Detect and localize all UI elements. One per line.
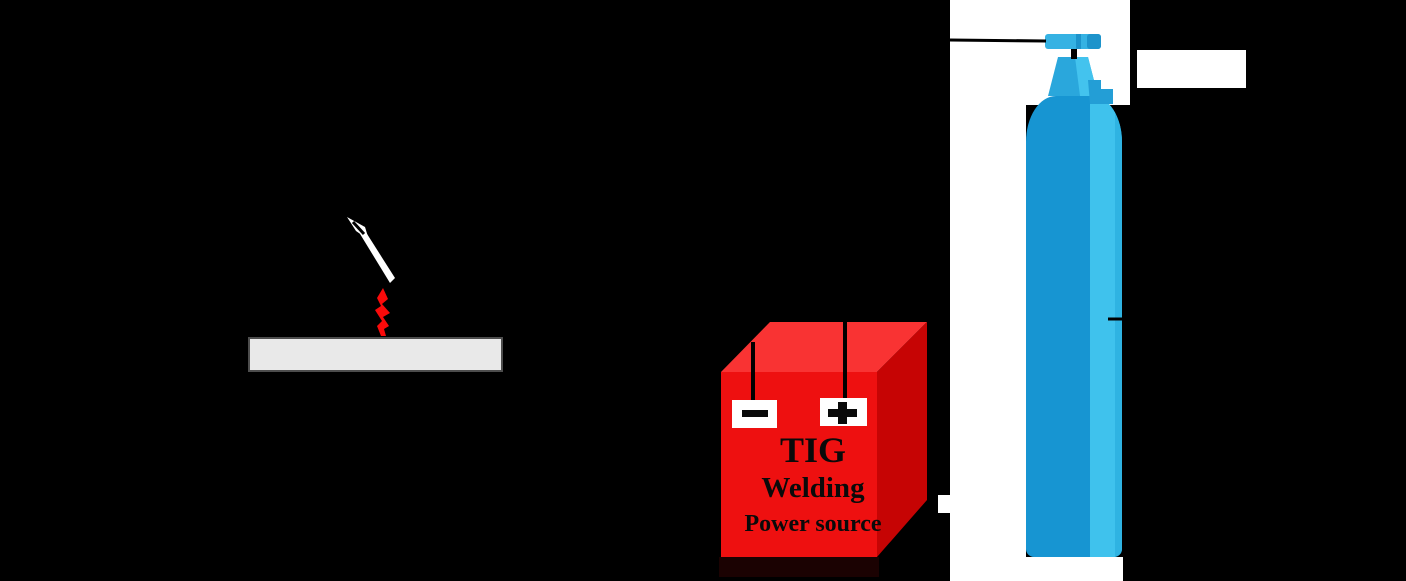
torch-head-notch [351,220,366,236]
torch-head [347,217,369,240]
power-source-label-line1: TIG [779,430,847,470]
white-backdrop-valve [950,0,1130,105]
white-notch [938,495,950,513]
white-backdrop-cylinder-base [950,557,1123,581]
torch-electrode [357,226,395,283]
power-source-base-shadow [719,557,879,577]
empty-callout-box [1137,50,1246,88]
negative-terminal [732,400,777,428]
welding-arc-icon [375,288,390,336]
power-source-label-line3: Power source [744,511,882,537]
negative-cable [751,342,755,400]
power-source-label-line2: Welding [761,472,865,504]
plus-icon [838,402,847,424]
workpiece-plate [248,337,503,372]
minus-icon [742,410,768,417]
positive-cable [843,322,847,398]
cylinder-highlight-stripe [1090,96,1115,557]
tig-torch-icon [347,217,395,283]
cylinder-right-edge [1115,96,1122,557]
gas-cylinder-body [1026,96,1122,557]
positive-terminal [820,398,867,426]
